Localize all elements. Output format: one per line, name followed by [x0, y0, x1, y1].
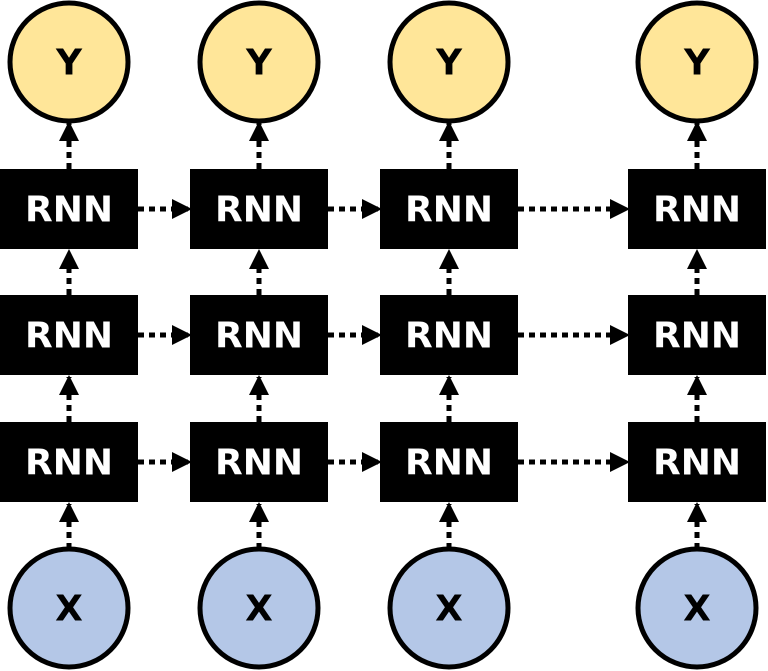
output-node-label: Y: [435, 43, 463, 84]
rnn-cell-label: RNN: [25, 443, 113, 484]
rnn-cell-label: RNN: [405, 316, 493, 357]
input-node-label: X: [435, 589, 463, 630]
rnn-cell: [380, 169, 518, 249]
io-nodes: Y X Y X Y X Y X: [7, 0, 759, 670]
input-node: [387, 546, 511, 670]
rnn-cell-label: RNN: [25, 190, 113, 231]
output-node-label: Y: [683, 43, 711, 84]
rnn-cell-label: RNN: [215, 443, 303, 484]
input-node-label: X: [245, 589, 273, 630]
output-node-label: Y: [245, 43, 273, 84]
rnn-cell: [628, 422, 766, 502]
output-node: [7, 0, 131, 124]
rnn-cell: [380, 295, 518, 375]
rnn-cell: [0, 422, 138, 502]
rnn-cell-label: RNN: [653, 443, 741, 484]
output-node-label: Y: [55, 43, 83, 84]
output-node: [197, 0, 321, 124]
rnn-cell: [628, 295, 766, 375]
rnn-cell-label: RNN: [653, 190, 741, 231]
output-node: [387, 0, 511, 124]
rnn-cell-label: RNN: [25, 316, 113, 357]
rnn-cell: [190, 422, 328, 502]
connections: [59, 121, 707, 549]
input-node: [197, 546, 321, 670]
input-node: [7, 546, 131, 670]
rnn-cell: [0, 295, 138, 375]
rnn-cell: [190, 169, 328, 249]
input-node-label: X: [683, 589, 711, 630]
rnn-cell-label: RNN: [405, 443, 493, 484]
rnn-cell-label: RNN: [215, 190, 303, 231]
rnn-cell-label: RNN: [653, 316, 741, 357]
rnn-cell: [0, 169, 138, 249]
input-node-label: X: [55, 589, 83, 630]
rnn-cells: RNN RNN RNN RNN RNN RNN RNN RNN RNN RNN RNN RNN: [0, 169, 766, 502]
rnn-cell: [190, 295, 328, 375]
input-node: [635, 546, 759, 670]
rnn-cell-label: RNN: [405, 190, 493, 231]
output-node: [635, 0, 759, 124]
rnn-cell: [380, 422, 518, 502]
rnn-cell: [628, 169, 766, 249]
rnn-cell-label: RNN: [215, 316, 303, 357]
